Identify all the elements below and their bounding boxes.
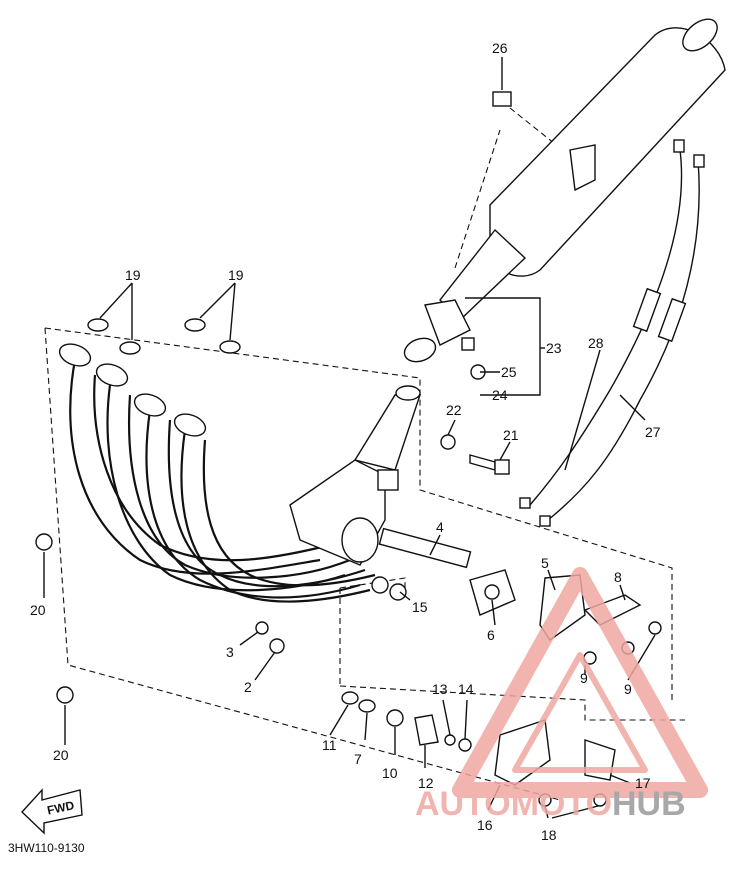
callout-23: 23 xyxy=(546,340,562,356)
collar-7-icon xyxy=(358,699,376,713)
callout-28: 28 xyxy=(588,335,604,351)
nut-20b-icon xyxy=(56,686,74,704)
gasket-19b-icon xyxy=(119,341,141,355)
callout-20a: 20 xyxy=(30,602,46,618)
washer-3-icon xyxy=(255,621,269,635)
callout-4: 4 xyxy=(436,519,444,535)
leader-lines xyxy=(43,57,656,819)
callout-14: 14 xyxy=(458,681,474,697)
watermark-text-secondary: HUB xyxy=(612,785,686,823)
callout-8: 8 xyxy=(614,569,622,585)
washer-10-icon xyxy=(386,709,404,727)
bracket-12-icon xyxy=(414,714,439,746)
collar-15b-icon xyxy=(389,583,407,601)
callout-5: 5 xyxy=(541,555,549,571)
callout-13: 13 xyxy=(432,681,448,697)
bolt-21-icon xyxy=(469,454,496,471)
callout-9a: 9 xyxy=(580,670,588,686)
callout-6: 6 xyxy=(487,627,495,643)
throttle-cables xyxy=(519,139,705,527)
callout-26: 26 xyxy=(492,40,508,56)
callout-10: 10 xyxy=(382,765,398,781)
protector-17-icon xyxy=(584,739,616,781)
gasket-19a-icon xyxy=(87,318,109,332)
fwd-arrow-icon: FWD xyxy=(21,788,83,835)
nut-13-icon xyxy=(444,734,456,746)
callout-16: 16 xyxy=(477,817,493,833)
callout-25: 25 xyxy=(501,364,517,380)
callout-7: 7 xyxy=(354,751,362,767)
gasket-19c-icon xyxy=(184,318,206,332)
clamp-nut-icon xyxy=(461,337,475,351)
callout-19b: 19 xyxy=(228,267,244,283)
callout-12: 12 xyxy=(418,775,434,791)
bolt-14-icon xyxy=(458,738,472,752)
grommet-11-icon xyxy=(341,691,359,705)
callout-9b: 9 xyxy=(624,681,632,697)
group-outlines xyxy=(44,107,685,801)
automotohub-watermark: AUTOMOTO HUB xyxy=(415,567,708,823)
callout-11: 11 xyxy=(322,737,337,753)
callout-labels: 26 19 19 23 25 24 28 27 22 21 4 5 8 15 6… xyxy=(30,40,661,843)
callout-24: 24 xyxy=(492,387,508,403)
muffler-assembly xyxy=(403,18,726,380)
callout-3: 3 xyxy=(226,644,234,660)
callout-15: 15 xyxy=(412,599,428,615)
bolt-26-icon xyxy=(492,91,512,107)
diagram-code: 3HW110-9130 xyxy=(8,841,85,855)
callout-22: 22 xyxy=(446,402,462,418)
nut-20a-icon xyxy=(35,533,53,551)
callout-19a: 19 xyxy=(125,267,141,283)
callout-18: 18 xyxy=(541,827,557,843)
exhaust-headers xyxy=(58,343,421,603)
collar-15a-icon xyxy=(371,576,389,594)
fwd-label: FWD xyxy=(46,798,76,817)
callout-21: 21 xyxy=(503,427,519,443)
callout-20b: 20 xyxy=(53,747,69,763)
gasket-22-icon xyxy=(440,434,456,450)
gasket-19d-icon xyxy=(219,340,241,354)
callout-27: 27 xyxy=(645,424,661,440)
hardware xyxy=(35,318,662,807)
callout-17: 17 xyxy=(635,775,651,791)
callout-2: 2 xyxy=(244,679,252,695)
pipe-4-icon xyxy=(378,527,472,569)
bolt-2-icon xyxy=(269,638,285,654)
watermark-text-primary: AUTOMOTO xyxy=(415,785,612,823)
